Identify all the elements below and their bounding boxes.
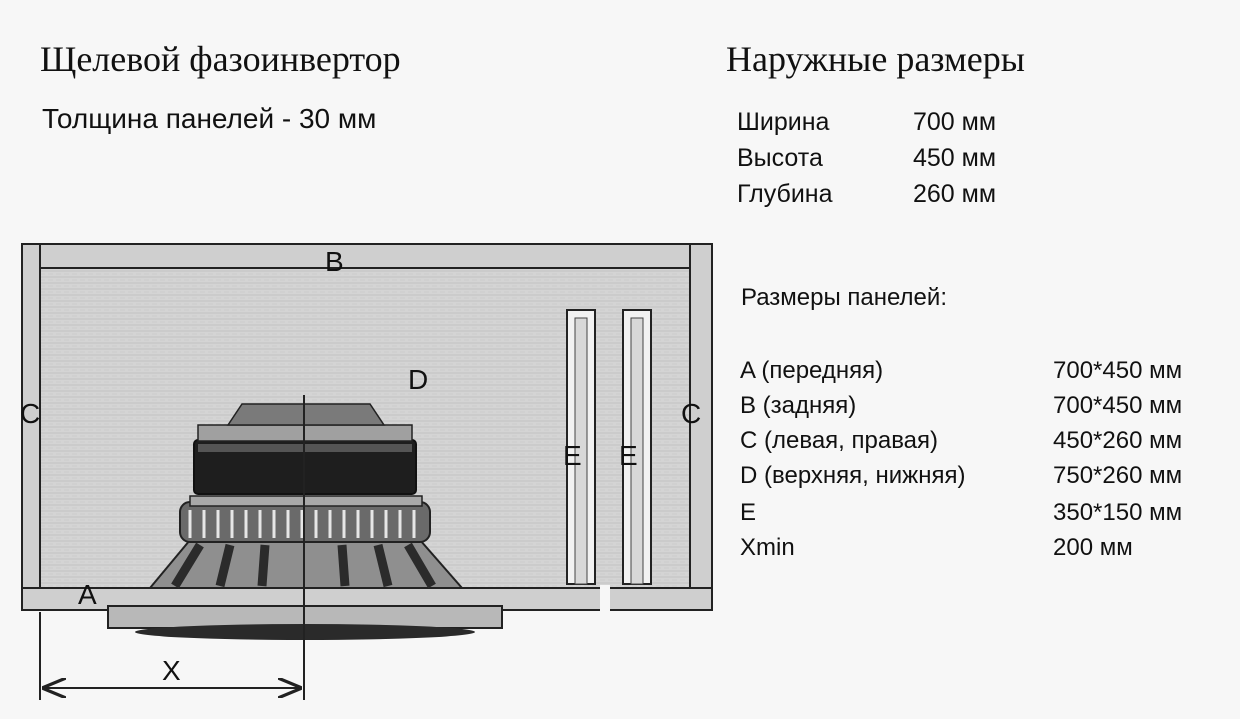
panel-b: [21, 243, 713, 269]
label-a: A: [78, 579, 97, 610]
dimension-label: Ширина: [737, 108, 830, 136]
panel-value: 750*260 мм: [1053, 462, 1183, 489]
label-c-left: C: [20, 398, 40, 429]
panel-size-row: A (передняя) 700*450 мм: [740, 357, 1182, 385]
panel-value: 700*450 мм: [1053, 392, 1183, 419]
outer-dimension-row: Высота 450 мм: [737, 144, 996, 173]
dimension-value: 260 мм: [913, 180, 997, 208]
dimension-label: Высота: [737, 144, 823, 172]
panel-value: 200 мм: [1053, 534, 1133, 561]
panel-size-row: E 350*150 мм: [740, 499, 1182, 527]
panel-value: 350*150 мм: [1053, 499, 1183, 526]
panel-size-row: B (задняя) 700*450 мм: [740, 392, 1182, 420]
dimension-label: Глубина: [737, 180, 833, 208]
panel-value: 450*260 мм: [1053, 427, 1183, 454]
x-dimension: [39, 612, 300, 700]
dimension-value: 700 мм: [913, 108, 997, 136]
panel-value: 700*450 мм: [1053, 357, 1183, 384]
panel-label: D (верхняя, нижняя): [740, 462, 966, 489]
label-x: X: [162, 655, 181, 686]
panel-label: C (левая, правая): [740, 427, 939, 454]
label-e-2: E: [619, 440, 638, 471]
label-d: D: [408, 364, 428, 395]
label-c-right: C: [681, 398, 701, 429]
label-b: B: [325, 246, 344, 277]
panel-label: A (передняя): [740, 357, 884, 384]
panel-sizes-heading: Размеры панелей:: [741, 284, 947, 311]
panel-label: Xmin: [740, 534, 795, 561]
outer-dimension-row: Ширина 700 мм: [737, 108, 996, 137]
panel-size-row: D (верхняя, нижняя) 750*260 мм: [740, 462, 1182, 490]
title: Щелевой фазоинвертор: [40, 39, 401, 79]
port-gap: [600, 585, 610, 613]
panel-label: E: [740, 499, 757, 526]
speaker-icon: [107, 403, 503, 640]
dimension-value: 450 мм: [913, 144, 997, 172]
panel-label: B (задняя): [740, 392, 857, 419]
panel-size-row: Xmin 200 мм: [740, 534, 1133, 562]
outer-dimensions-heading: Наружные размеры: [726, 39, 1025, 79]
outer-dimension-row: Глубина 260 мм: [737, 180, 996, 209]
subtitle: Толщина панелей - 30 мм: [42, 103, 377, 134]
label-e-1: E: [563, 440, 582, 471]
panel-size-row: C (левая, правая) 450*260 мм: [740, 427, 1182, 455]
port-panels: [566, 309, 652, 585]
enclosure-diagram: B C C D E E A X: [20, 243, 713, 700]
